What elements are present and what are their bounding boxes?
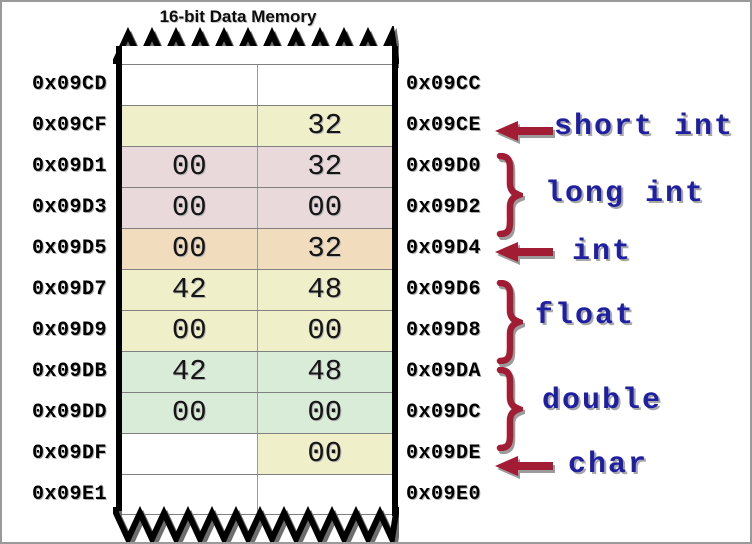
table-row: 00 32 bbox=[122, 228, 392, 269]
table-row: 00 00 bbox=[122, 392, 392, 433]
brace-icon bbox=[496, 280, 523, 364]
memory-cell: 00 bbox=[122, 393, 258, 433]
type-label-long-int: long int bbox=[545, 177, 706, 211]
memory-cell: 42 bbox=[122, 270, 258, 310]
memory-cell bbox=[257, 65, 392, 105]
address-label: 0x09DB bbox=[31, 360, 107, 383]
arrow-left-icon bbox=[495, 242, 553, 262]
memory-box: 32 00 32 00 00 00 32 42 48 00 00 bbox=[116, 46, 398, 516]
address-label: 0x09D1 bbox=[31, 155, 107, 178]
arrow-left-icon bbox=[495, 456, 553, 476]
memory-cell: 48 bbox=[257, 270, 392, 310]
memory-cell: 48 bbox=[257, 352, 392, 392]
type-label-int: int bbox=[572, 235, 633, 269]
memory-cell bbox=[257, 475, 392, 514]
table-row: 00 00 bbox=[122, 310, 392, 351]
address-label: 0x09DD bbox=[31, 401, 107, 424]
memory-cell: 32 bbox=[257, 229, 392, 269]
memory-cell: 32 bbox=[257, 147, 392, 187]
table-row: 32 bbox=[122, 105, 392, 146]
address-label: 0x09D5 bbox=[31, 237, 107, 260]
table-row: 00 00 bbox=[122, 187, 392, 228]
address-label: 0x09DF bbox=[31, 442, 107, 465]
address-label: 0x09E1 bbox=[31, 483, 107, 506]
address-label: 0x09E0 bbox=[406, 483, 482, 506]
address-label: 0x09D7 bbox=[31, 278, 107, 301]
memory-cell bbox=[122, 65, 258, 105]
type-label-float: float bbox=[535, 299, 636, 333]
table-row: 42 48 bbox=[122, 269, 392, 310]
address-label: 0x09DC bbox=[406, 401, 482, 424]
page-title: 16-bit Data Memory bbox=[159, 7, 317, 26]
address-label: 0x09CF bbox=[31, 114, 107, 137]
address-column-even: 0x09CC 0x09CE 0x09D0 0x09D2 0x09D4 0x09D… bbox=[406, 46, 526, 515]
type-label-char: char bbox=[568, 448, 649, 482]
memory-cell: 42 bbox=[122, 352, 258, 392]
address-label: 0x09CC bbox=[406, 73, 482, 96]
table-row: 42 48 bbox=[122, 351, 392, 392]
address-label: 0x09D9 bbox=[31, 319, 107, 342]
address-label: 0x09CE bbox=[406, 114, 482, 137]
brace-icon bbox=[496, 153, 523, 237]
memory-cell: 00 bbox=[122, 311, 258, 351]
table-row: 00 bbox=[122, 433, 392, 474]
memory-cell bbox=[122, 434, 258, 474]
memory-cell bbox=[122, 106, 258, 146]
address-label: 0x09CD bbox=[31, 73, 107, 96]
address-label: 0x09D4 bbox=[406, 237, 482, 260]
arrow-left-icon bbox=[495, 121, 553, 141]
address-label: 0x09DA bbox=[406, 360, 482, 383]
memory-cell: 32 bbox=[257, 106, 392, 146]
type-label-short-int: short int bbox=[554, 110, 735, 144]
table-row: 00 32 bbox=[122, 146, 392, 187]
address-column-odd: 0x09CD 0x09CF 0x09D1 0x09D3 0x09D5 0x09D… bbox=[2, 46, 107, 515]
address-label: 0x09D6 bbox=[406, 278, 482, 301]
memory-rows: 32 00 32 00 00 00 32 42 48 00 00 bbox=[122, 64, 392, 515]
memory-cell: 00 bbox=[257, 434, 392, 474]
memory-cell: 00 bbox=[257, 311, 392, 351]
memory-cell: 00 bbox=[122, 147, 258, 187]
memory-cell: 00 bbox=[122, 229, 258, 269]
torn-edge-bottom-icon bbox=[113, 505, 399, 542]
brace-icon bbox=[496, 367, 523, 451]
type-label-double: double bbox=[542, 384, 663, 418]
table-row bbox=[122, 474, 392, 515]
table-row bbox=[122, 64, 392, 105]
memory-cell: 00 bbox=[257, 393, 392, 433]
address-label: 0x09D2 bbox=[406, 196, 482, 219]
memory-cell bbox=[122, 475, 258, 514]
memory-cell: 00 bbox=[257, 188, 392, 228]
address-label: 0x09DE bbox=[406, 442, 482, 465]
address-label: 0x09D0 bbox=[406, 155, 482, 178]
memory-cell: 00 bbox=[122, 188, 258, 228]
address-label: 0x09D8 bbox=[406, 319, 482, 342]
address-label: 0x09D3 bbox=[31, 196, 107, 219]
